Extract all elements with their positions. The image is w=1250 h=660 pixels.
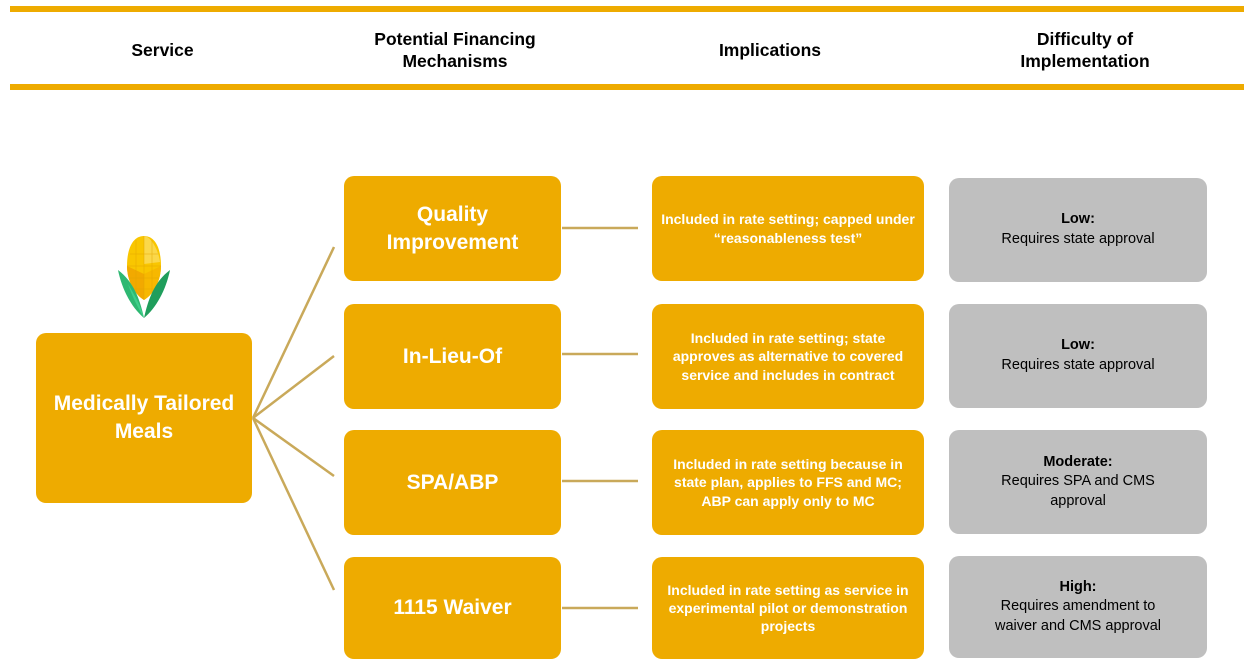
header-bottom-rule bbox=[10, 84, 1244, 90]
implication-text: Included in rate setting; state approves… bbox=[672, 330, 904, 383]
mechanism-box-quality-improvement: Quality Improvement bbox=[344, 176, 561, 281]
mechanism-box-in-lieu-of: In-Lieu-Of bbox=[344, 304, 561, 409]
implication-text: Included in rate setting; capped under “… bbox=[661, 211, 915, 246]
difficulty-level: Moderate: bbox=[1043, 453, 1113, 470]
difficulty-level: Low: bbox=[1061, 211, 1095, 228]
service-label: Medically Tailored Meals bbox=[53, 391, 235, 443]
header-top-rule bbox=[10, 6, 1244, 12]
mechanism-label: SPA/ABP bbox=[406, 470, 499, 494]
service-box: Medically Tailored Meals bbox=[36, 333, 252, 503]
difficulty-box-3: Moderate: Requires SPA and CMS approval bbox=[949, 430, 1207, 534]
implication-box-1: Included in rate setting; capped under “… bbox=[652, 176, 924, 281]
mechanism-label: Quality Improvement bbox=[386, 203, 519, 254]
difficulty-box-2: Low: Requires state approval bbox=[949, 304, 1207, 408]
difficulty-level: High: bbox=[1059, 578, 1097, 595]
difficulty-description: Requires state approval bbox=[1001, 357, 1155, 373]
connector-service-row-3 bbox=[252, 416, 335, 478]
connector-service-row-2 bbox=[252, 355, 335, 419]
difficulty-level: Low: bbox=[1061, 337, 1095, 354]
mechanism-label: In-Lieu-Of bbox=[402, 344, 503, 368]
implication-box-4: Included in rate setting as service in e… bbox=[652, 557, 924, 659]
difficulty-box-1: Low: Requires state approval bbox=[949, 178, 1207, 282]
header-financing: Potential Financing Mechanisms bbox=[374, 29, 536, 71]
difficulty-description: Requires SPA and CMS approval bbox=[1001, 473, 1155, 509]
header-implications: Implications bbox=[718, 40, 822, 61]
implication-box-3: Included in rate setting because in stat… bbox=[652, 430, 924, 535]
header-difficulty: Difficulty of Implementation bbox=[1020, 29, 1150, 71]
corn-icon bbox=[118, 236, 170, 318]
header-service: Service bbox=[131, 40, 194, 61]
difficulty-description: Requires state approval bbox=[1001, 231, 1155, 247]
mechanism-label: 1115 Waiver bbox=[393, 596, 512, 620]
implication-text: Included in rate setting because in stat… bbox=[673, 456, 903, 509]
implication-box-2: Included in rate setting; state approves… bbox=[652, 304, 924, 409]
mechanism-box-spa-abp: SPA/ABP bbox=[344, 430, 561, 535]
connector-service-row-1 bbox=[251, 246, 336, 419]
difficulty-box-4: High: Requires amendment to waiver and C… bbox=[949, 556, 1207, 658]
mechanism-box-1115-waiver: 1115 Waiver bbox=[344, 557, 561, 659]
implication-text: Included in rate setting as service in e… bbox=[667, 581, 909, 635]
connector-service-row-4 bbox=[251, 417, 336, 591]
difficulty-description: Requires amendment to waiver and CMS app… bbox=[994, 598, 1162, 634]
